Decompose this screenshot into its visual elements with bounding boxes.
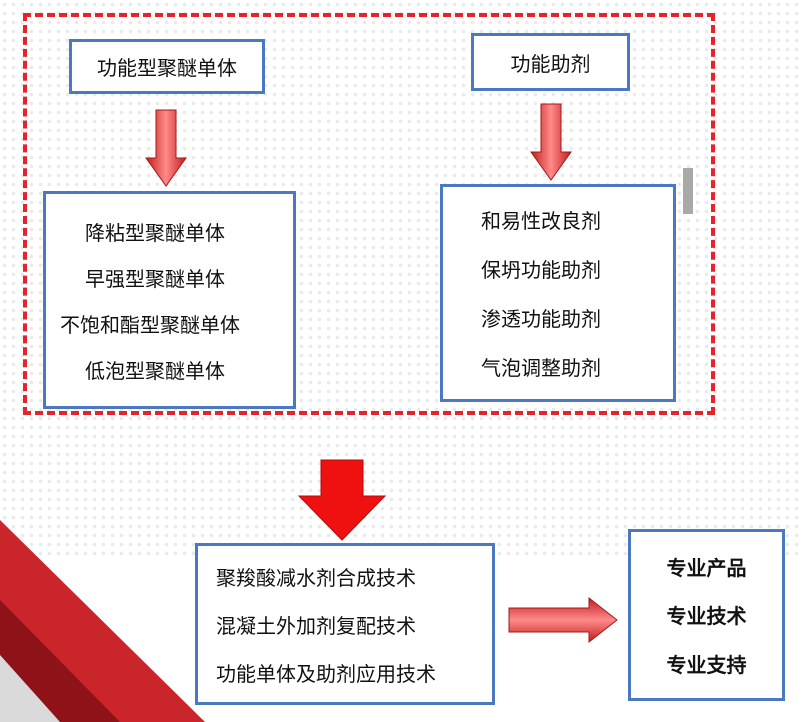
list-item: 专业技术 — [666, 604, 747, 629]
big-down-arrow — [297, 459, 387, 541]
list-item: 混凝土外加剂复配技术 — [216, 613, 416, 638]
list-item: 专业支持 — [666, 653, 747, 678]
list-item: 和易性改良剂 — [481, 209, 601, 233]
functional-additive-list-box: 和易性改良剂 保坍功能助剂 渗透功能助剂 气泡调整助剂 — [440, 184, 676, 402]
list-item: 聚羧酸减水剂合成技术 — [216, 565, 416, 590]
functional-additive-title-box: 功能助剂 — [471, 33, 630, 91]
list-item: 气泡调整助剂 — [481, 356, 601, 380]
down-arrow-left — [145, 109, 187, 187]
list-item: 早强型聚醚单体 — [85, 266, 225, 291]
functional-polyether-monomer-title: 功能型聚醚单体 — [97, 56, 237, 80]
gray-scroll-mark — [683, 168, 693, 214]
list-item: 功能单体及助剂应用技术 — [216, 661, 436, 686]
list-item: 不饱和酯型聚醚单体 — [60, 312, 240, 337]
list-item: 低泡型聚醚单体 — [85, 358, 225, 383]
list-item: 渗透功能助剂 — [481, 307, 601, 331]
functional-polyether-monomer-title-box: 功能型聚醚单体 — [69, 39, 265, 94]
polyether-monomer-list-box: 降粘型聚醚单体 早强型聚醚单体 不饱和酯型聚醚单体 低泡型聚醚单体 — [43, 191, 296, 409]
functional-additive-title: 功能助剂 — [510, 51, 591, 76]
list-item: 降粘型聚醚单体 — [85, 220, 225, 245]
list-item: 保坍功能助剂 — [481, 258, 601, 282]
list-item: 专业产品 — [666, 555, 747, 580]
down-arrow-right — [530, 103, 572, 181]
technology-list-box: 聚羧酸减水剂合成技术 混凝土外加剂复配技术 功能单体及助剂应用技术 — [195, 543, 495, 705]
dashed-grouping-frame — [23, 13, 715, 415]
outcome-box: 专业产品 专业技术 专业支持 — [628, 529, 785, 701]
right-arrow — [508, 596, 618, 644]
